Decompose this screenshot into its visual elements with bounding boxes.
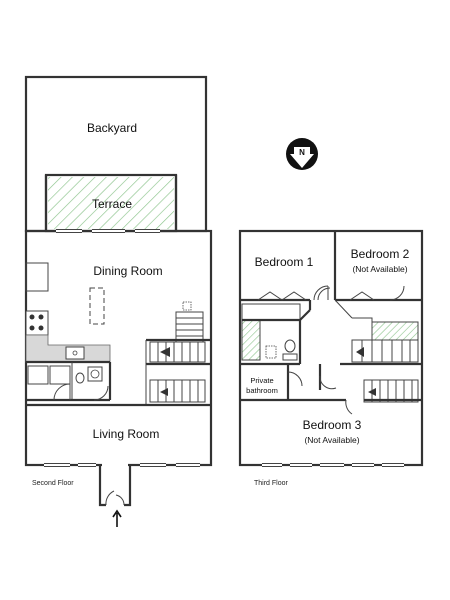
stairs xyxy=(175,311,204,343)
terrace-label: Terrace xyxy=(92,197,132,211)
bedroom-2-label: Bedroom 2 xyxy=(351,247,410,261)
closet xyxy=(25,262,49,292)
bedroom-2-note: (Not Available) xyxy=(352,264,407,274)
stove xyxy=(25,310,49,336)
second-floor: Backyard Terrace Dining Room Living Room… xyxy=(24,75,213,527)
north-arrow-icon: N xyxy=(286,138,318,170)
toilet xyxy=(75,372,85,384)
third-floor: Bedroom 1 Bedroom 2 (Not Available) Priv… xyxy=(238,229,424,487)
private-bathroom-label-line2: bathroom xyxy=(246,386,278,395)
entrance-arrow-icon xyxy=(112,509,122,527)
living-room-label: Living Room xyxy=(93,427,160,441)
bedroom-1-label: Bedroom 1 xyxy=(255,255,314,269)
bathtub xyxy=(241,319,261,361)
third-floor-label: Third Floor xyxy=(254,480,289,487)
backyard-label: Backyard xyxy=(87,121,137,135)
compass-letter: N xyxy=(299,148,305,157)
dining-table xyxy=(89,287,105,325)
dining-room-label: Dining Room xyxy=(93,264,162,278)
toilet-third-floor xyxy=(284,339,296,353)
entrance-vestibule xyxy=(98,465,132,507)
bedroom-3-note: (Not Available) xyxy=(304,435,359,445)
second-floor-label: Second Floor xyxy=(32,480,74,487)
hatched-closet xyxy=(371,321,419,341)
bedroom-3-label: Bedroom 3 xyxy=(303,418,362,432)
private-bathroom-label-line1: Private xyxy=(250,376,273,385)
